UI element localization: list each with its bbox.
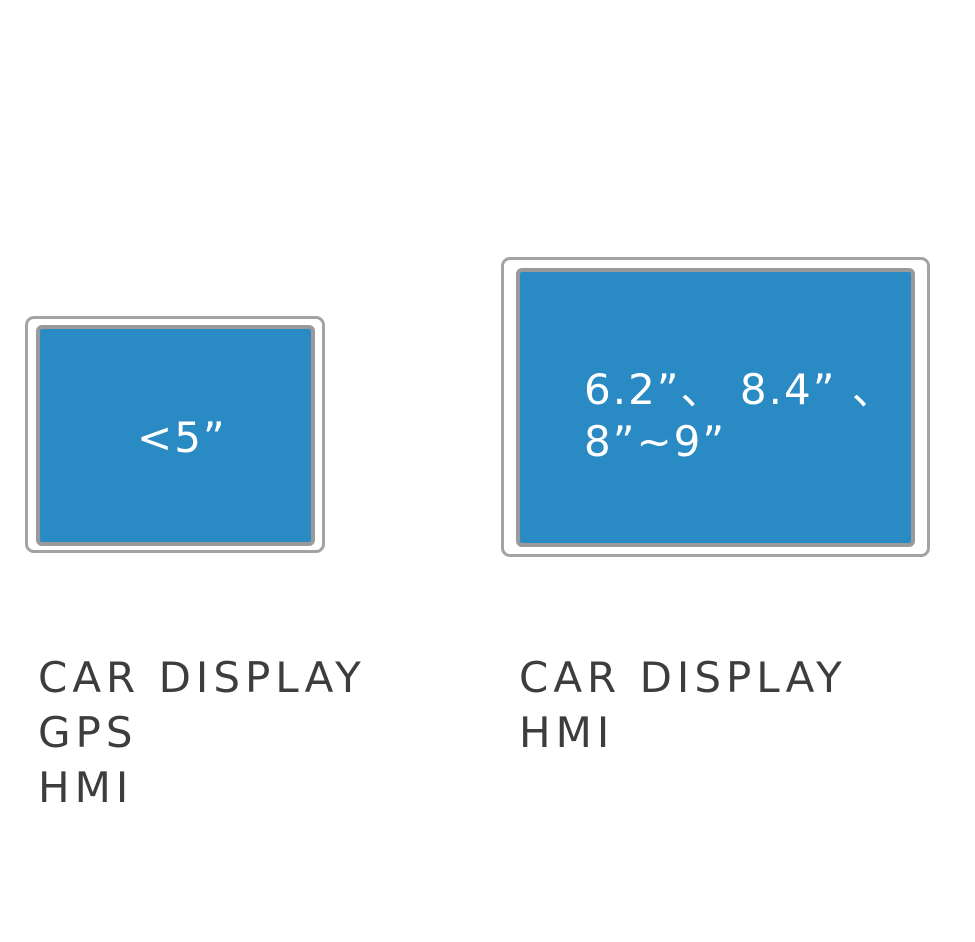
caption-line: GPS [38,708,138,757]
large-display-caption: CAR DISPLAY HMI [519,650,847,760]
large-display-size-label-line-1: 6.2”、 8.4” 、 [584,365,896,414]
caption-line: CAR DISPLAY [38,653,366,702]
caption-line: CAR DISPLAY [519,653,847,702]
caption-line: HMI [38,763,134,812]
caption-line: HMI [519,708,615,757]
small-display-screen [36,325,315,546]
large-display-size-label-line-2: 8”~9” [584,417,727,466]
small-display-caption: CAR DISPLAY GPS HMI [38,650,366,815]
large-display-screen [516,268,915,547]
small-display-size-label: <5” [137,413,227,462]
